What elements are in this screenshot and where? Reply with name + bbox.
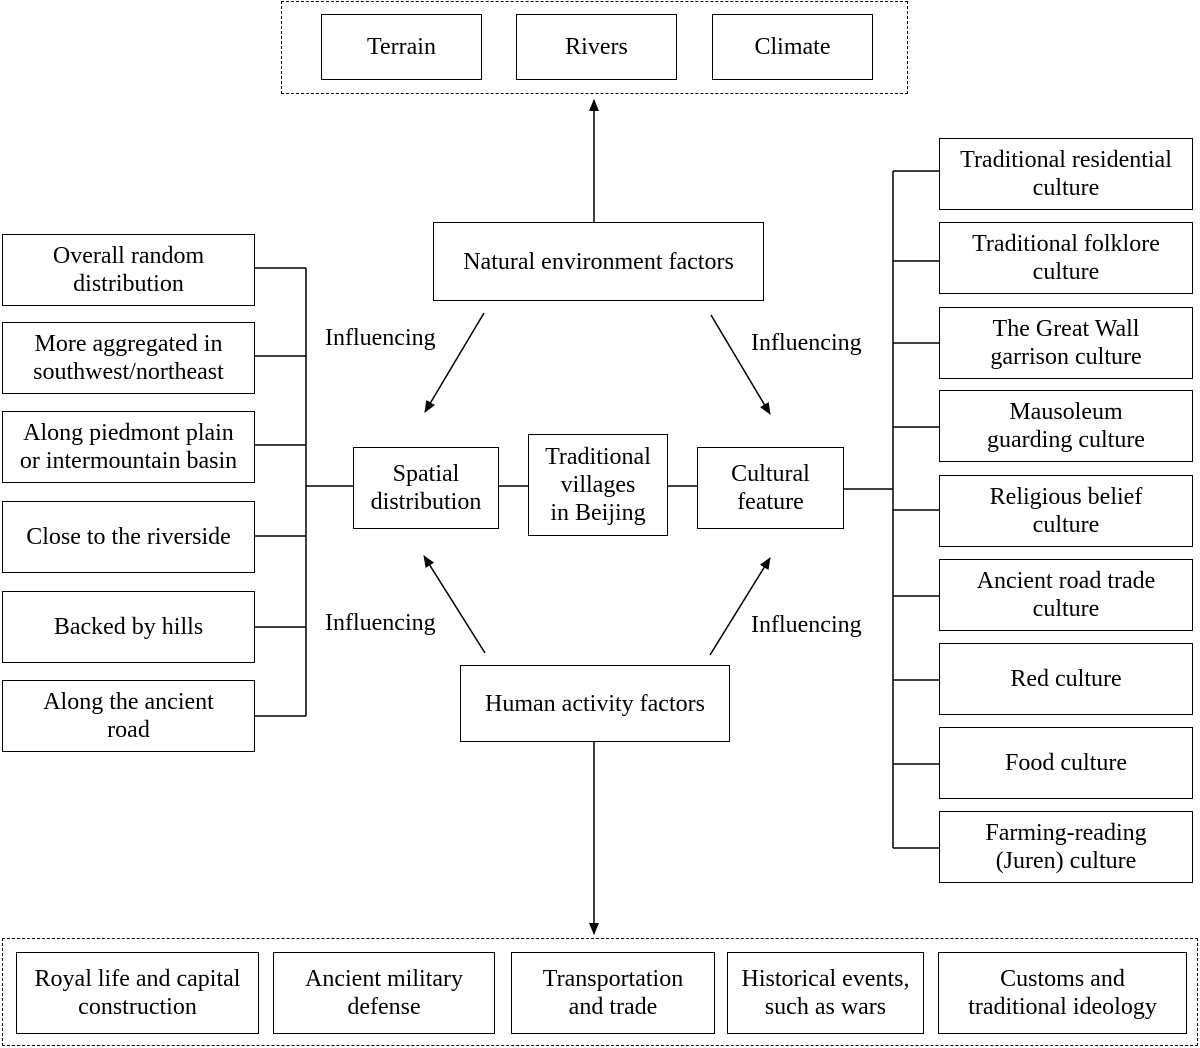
- spatial-item-hills: Backed by hills: [2, 591, 255, 663]
- spatial-item-aggregated: More aggregated in southwest/northeast: [2, 322, 255, 394]
- culture-item-religious: Religious belief culture: [939, 475, 1193, 547]
- natural-items-group: [281, 1, 908, 94]
- natural-item-terrain: Terrain: [321, 14, 482, 80]
- culture-item-farming-reading: Farming-reading (Juren) culture: [939, 811, 1193, 883]
- influencing-label-bottom-left: Influencing: [325, 610, 436, 636]
- spatial-item-ancient-road: Along the ancient road: [2, 680, 255, 752]
- culture-item-mausoleum: Mausoleum guarding culture: [939, 390, 1193, 462]
- arrow-natural-to-cultural: [710, 314, 771, 415]
- spatial-distribution-node: Spatial distribution: [353, 447, 499, 529]
- culture-item-road-trade: Ancient road trade culture: [939, 559, 1193, 631]
- culture-item-food: Food culture: [939, 727, 1193, 799]
- human-activity-node: Human activity factors: [460, 665, 730, 742]
- influencing-label-bottom-right: Influencing: [751, 612, 862, 638]
- human-item-transportation: Transportation and trade: [511, 952, 715, 1034]
- arrow-natural-to-spatial: [424, 312, 485, 413]
- human-item-historical-events: Historical events, such as wars: [727, 952, 924, 1034]
- human-item-military-defense: Ancient military defense: [273, 952, 495, 1034]
- culture-item-folklore: Traditional folklore culture: [939, 222, 1193, 294]
- influencing-label-top-left: Influencing: [325, 325, 436, 351]
- spatial-item-piedmont: Along piedmont plain or intermountain ba…: [2, 411, 255, 483]
- cultural-feature-node: Cultural feature: [697, 447, 844, 529]
- culture-item-red: Red culture: [939, 643, 1193, 715]
- natural-environment-node: Natural environment factors: [433, 222, 764, 301]
- human-items-group: [2, 938, 1198, 1046]
- influencing-label-top-right: Influencing: [751, 330, 862, 356]
- natural-item-climate: Climate: [712, 14, 873, 80]
- traditional-villages-node: Traditional villages in Beijing: [528, 434, 668, 536]
- spatial-item-riverside: Close to the riverside: [2, 501, 255, 573]
- arrow-human-to-spatial: [423, 555, 486, 654]
- human-item-royal-life: Royal life and capital construction: [16, 952, 259, 1034]
- natural-item-rivers: Rivers: [516, 14, 677, 80]
- human-item-customs: Customs and traditional ideology: [938, 952, 1187, 1034]
- arrow-human-to-cultural: [709, 557, 771, 656]
- spatial-item-random: Overall random distribution: [2, 234, 255, 306]
- culture-item-residential: Traditional residential culture: [939, 138, 1193, 210]
- culture-item-great-wall: The Great Wall garrison culture: [939, 307, 1193, 379]
